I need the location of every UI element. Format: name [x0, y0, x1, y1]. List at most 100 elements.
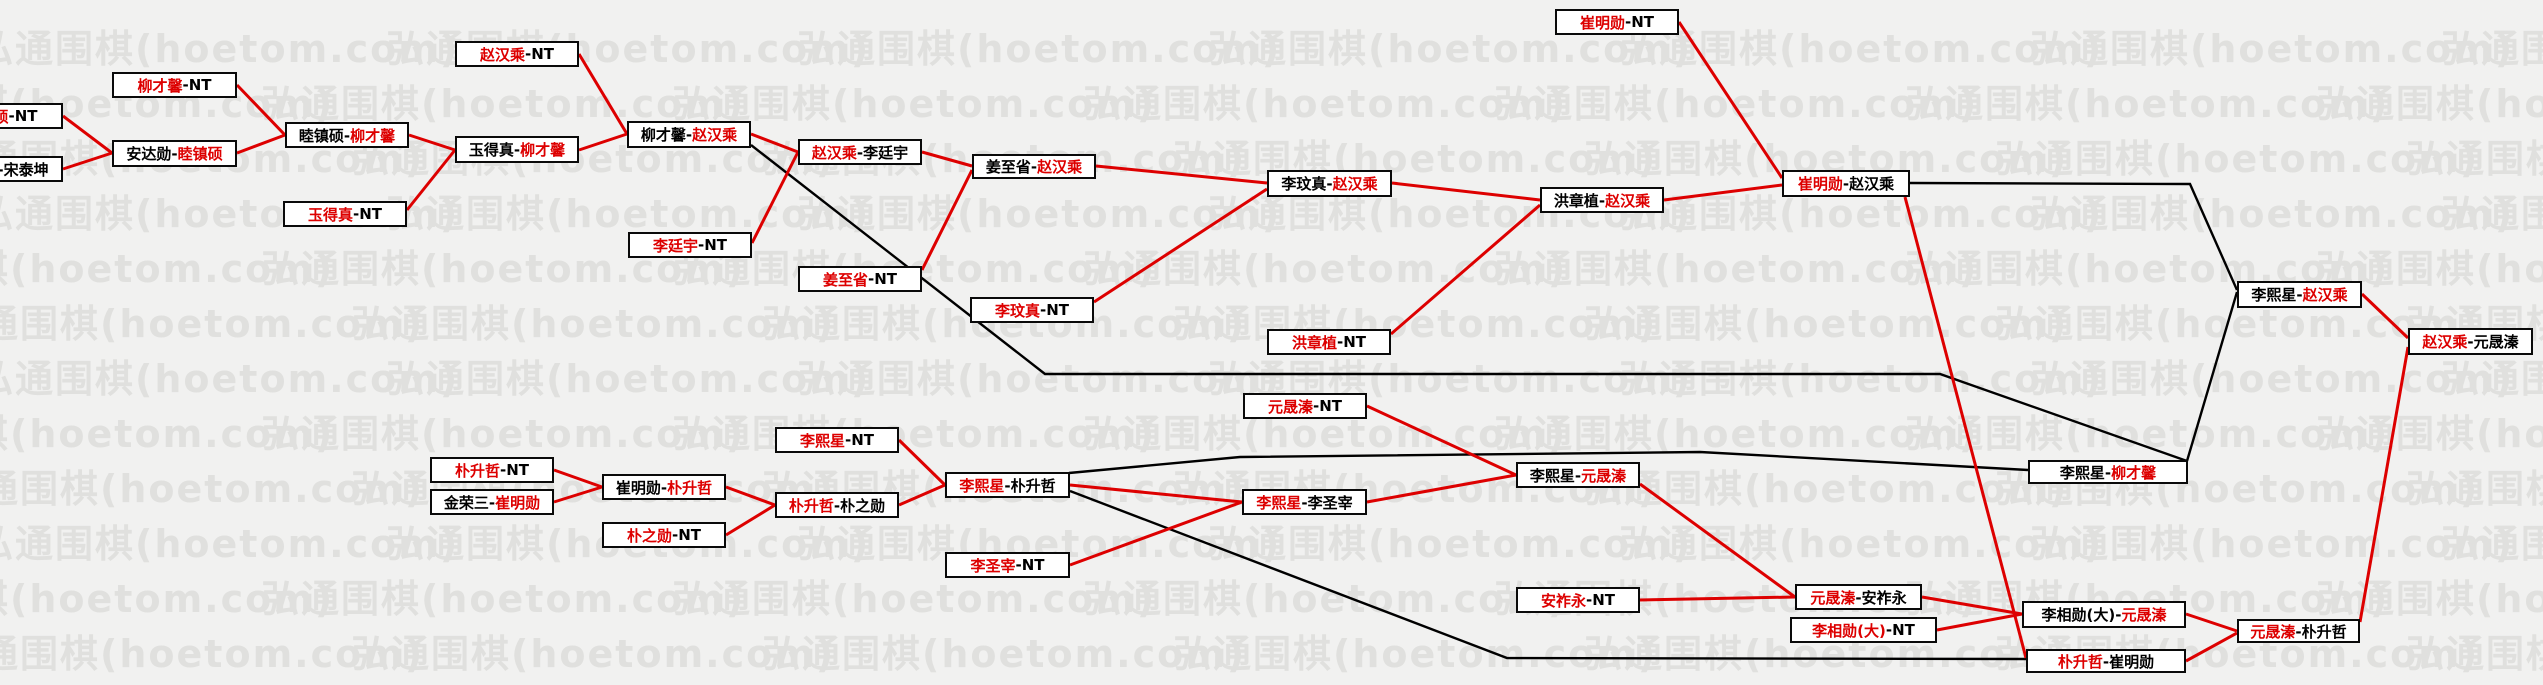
watermark-text: 弘通围棋(hoetom.com): [1173, 302, 1658, 346]
winner-advance-line: [405, 149, 457, 211]
watermark-text: 弘通围棋(hoetom.com): [0, 247, 335, 291]
watermark-text: 弘通围棋(hoetom.com): [1083, 82, 1568, 126]
watermark-text: 弘通围棋(hoetom.com): [1995, 137, 2480, 181]
watermark-text: 弘通围棋(hoetom.com): [2030, 27, 2515, 71]
watermark-text: 弘通围棋(hoetom.com): [261, 577, 746, 621]
advancing-player-name: 赵汉乘: [479, 45, 525, 64]
watermark-text: 弘通围棋(hoetom.com): [2030, 522, 2515, 566]
advancing-player-name: 赵汉乘: [811, 143, 857, 162]
match-label: -NT: [1040, 301, 1070, 319]
match-label: -NT: [672, 526, 702, 544]
watermark-text: 弘通围棋(hoetom.com): [2441, 192, 2543, 236]
watermark-text: 弘通围棋(hoetom.com): [386, 192, 871, 236]
match-label: -崔明勋: [2102, 652, 2155, 671]
match-box: 洪章植-NT: [1267, 329, 1391, 355]
match-box: 姜至省-赵汉乘: [972, 154, 1096, 179]
winner-advance-line: [750, 132, 799, 154]
advancing-player-name: 朴升哲: [454, 461, 500, 480]
advancing-player-name: 洪章植: [1291, 333, 1337, 352]
match-label: 金荣三-: [443, 493, 496, 512]
match-label: -NT: [353, 205, 383, 223]
watermark-text: 弘通围棋(hoetom.com): [2441, 357, 2543, 401]
advancing-player-name: 柳才馨: [2111, 463, 2157, 482]
match-box: 玉得真-柳才馨: [455, 136, 579, 163]
advancing-player-name: 元晟溱: [2250, 622, 2296, 641]
winner-advance-line: [1677, 21, 1784, 179]
winner-advance-line: [1390, 203, 1541, 336]
match-box: 李相勋(大)-元晟溱: [2022, 601, 2186, 628]
watermark-text: 弘通围棋(hoetom.com): [1619, 192, 2104, 236]
match-box: 洪章植-赵汉乘: [1540, 187, 1664, 213]
match-box: 李相勋(大)-NT: [1790, 617, 1937, 643]
match-label: 玉得真-: [468, 141, 521, 159]
winner-advance-line: [553, 485, 603, 504]
winner-advance-line: [1093, 187, 1268, 304]
watermark-text: 弘通围棋(hoetom.com): [1173, 137, 1658, 181]
winner-advance-line: [2185, 631, 2238, 663]
match-box: 赵汉乘-李廷宇: [798, 139, 922, 165]
watermark-text: 弘通围棋(hoetom.com): [2406, 467, 2543, 511]
watermark-text: 弘通围棋(hoetom.com): [0, 302, 425, 346]
match-box: 李廷宇-NT: [628, 232, 752, 258]
match-label: 李相勋(大)-: [2041, 606, 2122, 624]
advancing-player-name: 赵汉乘: [1605, 191, 1651, 210]
watermark-text: 弘通围棋(hoetom.com): [351, 302, 836, 346]
loser-drop-line: [1909, 181, 2239, 291]
advancing-player-name: 朴升哲: [667, 478, 713, 497]
watermark-text: 弘通围棋(hoetom.com): [261, 412, 746, 456]
watermark-text: 弘通围棋(hoetom.com): [1494, 82, 1979, 126]
match-box: 李圣宰-NT: [945, 552, 1070, 578]
watermark-text: 弘通围棋(hoetom.com): [1619, 27, 2104, 71]
match-label: -NT: [1337, 333, 1367, 351]
watermark-text: 弘通围棋(hoetom.com): [672, 577, 1157, 621]
winner-advance-line: [2358, 346, 2410, 623]
match-label: 姜至省-: [985, 158, 1038, 176]
match-box: 睦镇硕-NT: [0, 103, 63, 129]
match-label: 李熙星-: [2251, 286, 2303, 304]
match-label: -NT: [845, 431, 875, 449]
match-box: 朴升哲-朴之勋: [775, 492, 899, 518]
watermark-text: 弘通围棋(hoetom.com): [1905, 82, 2390, 126]
winner-advance-line: [1391, 181, 1541, 202]
watermark-text: 弘通围棋(hoetom.com): [2316, 82, 2543, 126]
watermark-text: 弘通围棋(hoetom.com): [797, 357, 1282, 401]
watermark-text: 弘通围棋(hoetom.com): [2030, 357, 2515, 401]
watermark-text: 弘通围棋(hoetom.com): [2406, 632, 2543, 676]
winner-advance-line: [577, 53, 629, 135]
winner-advance-line: [2185, 612, 2238, 633]
advancing-player-name: 柳才馨: [137, 76, 183, 95]
watermark-text: 弘通围棋(hoetom.com): [351, 632, 836, 676]
match-label: 洪章植-: [1553, 191, 1606, 210]
winner-advance-line: [921, 150, 973, 168]
match-label: -NT: [698, 236, 728, 254]
winner-advance-line: [897, 438, 947, 487]
advancing-player-name: 赵汉乘: [2302, 286, 2348, 304]
winner-advance-line: [750, 151, 800, 244]
match-box: 李熙星-元晟溱: [1516, 462, 1640, 488]
match-box: 朴升哲-NT: [430, 457, 554, 483]
watermark-text: 弘通围棋(hoetom.com): [1584, 302, 2069, 346]
winner-advance-line: [1639, 482, 1796, 599]
winner-advance-line: [725, 485, 776, 507]
advancing-player-name: 李熙星: [959, 476, 1005, 495]
winner-advance-line: [235, 83, 287, 137]
advancing-player-name: 李圣宰: [970, 556, 1016, 575]
watermark-text: 弘通围棋(hoetom.com): [2406, 137, 2543, 181]
advancing-player-name: 朴升哲: [2057, 652, 2103, 671]
match-box: 李熙星-柳才馨: [2028, 460, 2188, 484]
winner-advance-line: [1663, 183, 1783, 202]
watermark-text: 弘通围棋(hoetom.com): [1083, 412, 1568, 456]
advancing-player-name: 元晟溱: [1810, 588, 1856, 607]
winner-advance-line: [1069, 500, 1243, 567]
watermark-text: 弘通围棋(hoetom.com): [762, 632, 1247, 676]
match-label: -朴之勋: [833, 496, 886, 515]
winner-advance-line: [898, 483, 946, 507]
winner-advance-line: [2360, 292, 2410, 340]
match-box: 崔明勋-朴升哲: [602, 474, 726, 500]
winner-advance-line: [1069, 483, 1243, 504]
match-label: 柳才馨-: [640, 126, 693, 144]
watermark-text: 弘通围棋(hoetom.com): [261, 82, 746, 126]
match-box: 姜至省-NT: [798, 266, 922, 292]
